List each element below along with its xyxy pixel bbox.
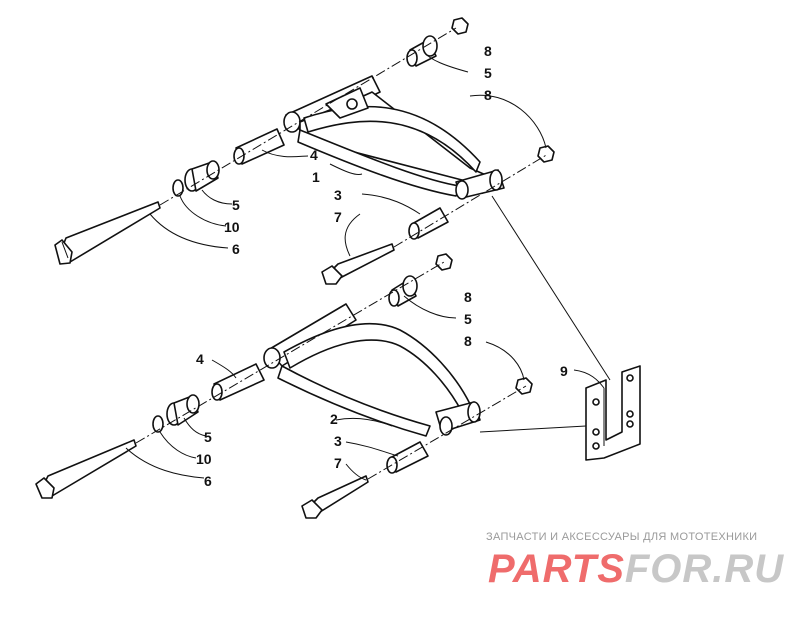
callout-upper-1: 1	[312, 169, 320, 185]
nut-lower-top	[435, 253, 453, 271]
upper-a-arm-assembly	[54, 17, 555, 285]
pivot-sleeve-lower	[211, 363, 265, 401]
callout-lower-5-left: 5	[204, 429, 212, 445]
callout-upper-8-right: 8	[484, 87, 492, 103]
long-bolt-lower	[35, 439, 137, 499]
callout-lower-8-top: 8	[464, 289, 472, 305]
callout-lower-4: 4	[196, 351, 204, 367]
watermark-tagline: ЗАПЧАСТИ И АКСЕССУАРЫ ДЛЯ МОТОТЕХНИКИ	[486, 531, 757, 543]
callout-upper-8-top: 8	[484, 43, 492, 59]
callout-lower-6: 6	[204, 473, 212, 489]
pivot-sleeve-upper	[233, 128, 285, 165]
short-bolt-upper	[321, 243, 395, 285]
nut-upper-top	[451, 17, 469, 35]
long-bolt-upper	[54, 201, 161, 265]
callout-lower-10: 10	[196, 451, 212, 467]
callout-upper-5-left: 5	[232, 197, 240, 213]
callout-upper-7: 7	[334, 209, 342, 225]
washer-lower	[152, 415, 164, 433]
short-bolt-lower	[301, 475, 369, 519]
watermark-logo: PARTSFOR.RU	[488, 547, 784, 591]
flange-bushing-lower-left	[166, 394, 200, 426]
washer-upper	[172, 179, 184, 197]
nut-upper-right	[537, 145, 555, 163]
callout-lower-2: 2	[330, 411, 338, 427]
mounting-bracket	[479, 195, 641, 461]
callout-upper-6: 6	[232, 241, 240, 257]
callout-upper-5-top: 5	[484, 65, 492, 81]
callout-upper-10: 10	[224, 219, 240, 235]
callout-lower-8-right: 8	[464, 333, 472, 349]
lower-a-arm-assembly	[35, 253, 533, 519]
upper-a-arm	[283, 75, 505, 200]
callout-bracket-9: 9	[560, 363, 568, 379]
callout-lower-3: 3	[334, 433, 342, 449]
flange-bushing-lower-right	[388, 275, 418, 307]
lower-a-arm	[263, 303, 481, 437]
flange-bushing-upper-left	[184, 160, 220, 192]
flange-bushing-upper-right	[406, 35, 438, 67]
callout-upper-3: 3	[334, 187, 342, 203]
spacer-lower	[386, 441, 429, 474]
callout-upper-4: 4	[310, 147, 318, 163]
callout-lower-7: 7	[334, 455, 342, 471]
callout-lower-5-top: 5	[464, 311, 472, 327]
nut-lower-right	[515, 377, 533, 395]
